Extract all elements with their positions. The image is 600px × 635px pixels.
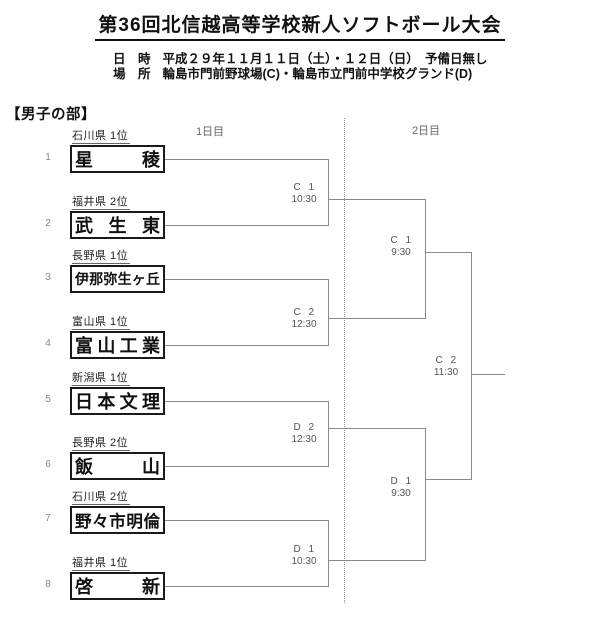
match-time: 10:30 — [291, 556, 317, 567]
team-box: 星稜 — [70, 145, 165, 173]
match-court: D 1 — [390, 476, 412, 487]
connector-line — [165, 345, 329, 346]
venue-label: 場 所 — [113, 67, 151, 81]
match-court: D 2 — [293, 422, 315, 433]
match-label: C 1 9:30 — [380, 235, 422, 259]
prefecture-label: 長野県 1位 — [72, 250, 131, 264]
seed-number: 5 — [45, 394, 51, 405]
match-label: D 1 10:30 — [283, 544, 325, 568]
connector-line — [165, 401, 329, 402]
team-entry: 8 福井県 1位 啓新 — [0, 557, 175, 602]
prefecture-label: 長野県 2位 — [72, 437, 131, 451]
title-row: 第36回北信越高等学校新人ソフトボール大会 — [0, 10, 600, 41]
day2-header: 2日目 — [411, 125, 441, 137]
team-box: 富山工業 — [70, 331, 165, 359]
day1-header: 1日目 — [195, 126, 225, 138]
date-value: 平成２９年１１月１１日（土）・１２日（日） 予備日無し — [162, 52, 488, 66]
seed-number: 2 — [45, 218, 51, 229]
connector-line — [425, 479, 472, 480]
prefecture-label: 石川県 1位 — [72, 130, 131, 144]
prefecture-label: 福井県 2位 — [72, 196, 131, 210]
bracket-vertical — [328, 520, 329, 587]
match-time: 12:30 — [291, 319, 317, 330]
match-time: 11:30 — [433, 367, 459, 378]
match-label: C 1 10:30 — [283, 182, 325, 206]
match-time: 12:30 — [291, 434, 317, 445]
team-box: 武生東 — [70, 211, 165, 239]
venue-row: 場 所 輪島市門前野球場(C)・輪島市立門前中学校グランド(D) — [113, 67, 488, 82]
match-label: C 2 12:30 — [283, 307, 325, 331]
connector-line — [425, 252, 472, 253]
winner-line — [471, 374, 505, 375]
team-entry: 5 新潟県 1位 日本文理 — [0, 372, 175, 417]
match-court: C 2 — [293, 307, 315, 318]
connector-line — [165, 520, 329, 521]
seed-number: 4 — [45, 338, 51, 349]
match-label: C 2 11:30 — [425, 355, 467, 379]
connector-line — [328, 199, 426, 200]
match-court: C 1 — [390, 235, 412, 246]
prefecture-label: 福井県 1位 — [72, 557, 131, 571]
connector-line — [328, 428, 426, 429]
team-entry: 2 福井県 2位 武生東 — [0, 196, 175, 241]
connector-line — [328, 318, 426, 319]
bracket-vertical — [328, 159, 329, 226]
team-entry: 4 富山県 1位 富山工業 — [0, 316, 175, 361]
bracket-vertical — [425, 199, 426, 319]
bracket-vertical — [328, 401, 329, 467]
match-time: 9:30 — [391, 247, 411, 258]
section-title: 【男子の部】 — [6, 107, 96, 123]
match-court: C 2 — [435, 355, 457, 366]
venue-value: 輪島市門前野球場(C)・輪島市立門前中学校グランド(D) — [162, 67, 473, 81]
date-row: 日 時 平成２９年１１月１１日（土）・１２日（日） 予備日無し — [113, 52, 488, 67]
team-box: 飯山 — [70, 452, 165, 480]
match-label: D 1 9:30 — [380, 476, 422, 500]
team-entry: 7 石川県 2位 野々市明倫 — [0, 491, 175, 536]
event-info: 日 時 平成２９年１１月１１日（土）・１２日（日） 予備日無し 場 所 輪島市門… — [113, 52, 488, 82]
seed-number: 6 — [45, 459, 51, 470]
team-entry: 3 長野県 1位 伊那弥生ヶ丘 — [0, 250, 175, 295]
match-court: C 1 — [293, 182, 315, 193]
connector-line — [165, 279, 329, 280]
connector-line — [165, 225, 329, 226]
connector-line — [328, 560, 426, 561]
seed-number: 7 — [45, 513, 51, 524]
team-box: 啓新 — [70, 572, 165, 600]
connector-line — [165, 466, 329, 467]
seed-number: 1 — [45, 152, 51, 163]
day-separator-line — [344, 118, 345, 603]
match-label: D 2 12:30 — [283, 422, 325, 446]
prefecture-label: 富山県 1位 — [72, 316, 131, 330]
prefecture-label: 石川県 2位 — [72, 491, 131, 505]
team-box: 伊那弥生ヶ丘 — [70, 265, 165, 293]
bracket-vertical — [328, 279, 329, 346]
prefecture-label: 新潟県 1位 — [72, 372, 131, 386]
seed-number: 8 — [45, 579, 51, 590]
connector-line — [165, 159, 329, 160]
match-time: 10:30 — [291, 194, 317, 205]
date-label: 日 時 — [113, 52, 151, 66]
team-box: 日本文理 — [70, 387, 165, 415]
match-time: 9:30 — [391, 488, 411, 499]
bracket-vertical — [425, 428, 426, 561]
seed-number: 3 — [45, 272, 51, 283]
match-court: D 1 — [293, 544, 315, 555]
team-entry: 6 長野県 2位 飯山 — [0, 437, 175, 482]
team-entry: 1 石川県 1位 星稜 — [0, 130, 175, 175]
team-box: 野々市明倫 — [70, 506, 165, 534]
bracket-vertical — [471, 252, 472, 480]
page-title: 第36回北信越高等学校新人ソフトボール大会 — [95, 10, 505, 41]
connector-line — [165, 586, 329, 587]
